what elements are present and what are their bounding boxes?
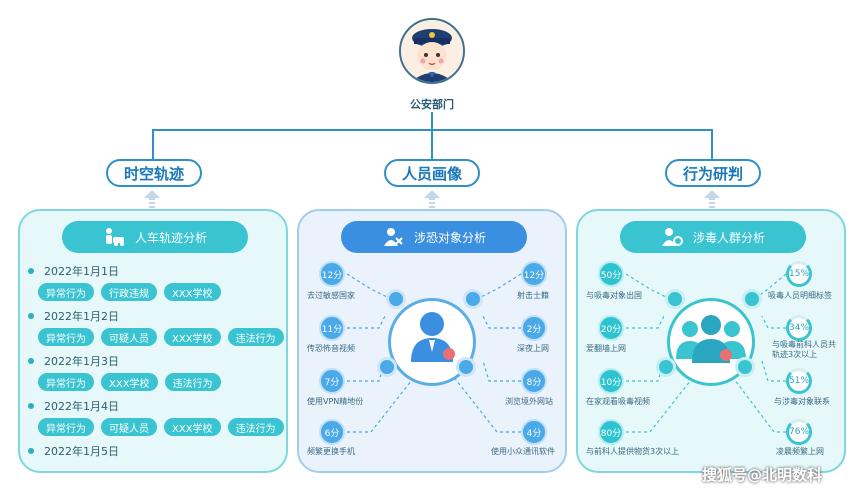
tag-row: 异常行为 可疑人员 XXX学校 违法行为 [38, 418, 284, 436]
tag[interactable]: 违法行为 [227, 328, 284, 346]
panel-3-header[interactable]: 涉毒人群分析 [620, 221, 806, 253]
node-label: 与前科人提供物货3次以上 [586, 447, 680, 456]
tag[interactable]: 可疑人员 [101, 418, 157, 436]
score-node[interactable]: 12分 [319, 261, 345, 287]
node-label: 与涉毒对象联系 [774, 397, 830, 406]
arrow-up-icon [424, 190, 440, 208]
panel-2-header[interactable]: 涉恐对象分析 [341, 221, 527, 253]
score-node[interactable]: 6分 [319, 419, 345, 445]
panel-terror-analysis: 涉恐对象分析 12分 去过敏感国家 11分 传恐怖音视频 7分 使用VPN精地份… [297, 209, 567, 473]
tag[interactable]: XXX学校 [164, 328, 221, 346]
person-car-icon [105, 228, 124, 246]
node-label: 吸毒人员明细标签 [768, 291, 832, 300]
percent-ring[interactable]: 34% [786, 315, 812, 341]
tag[interactable]: 异常行为 [38, 283, 94, 301]
dashed-connectors [346, 273, 522, 433]
tag[interactable]: 违法行为 [227, 418, 284, 436]
node-label: 与吸毒前科人员共轨迹3次以上 [772, 340, 836, 359]
node-dot [386, 289, 406, 309]
node-label: 浏览境外网站 [505, 397, 553, 406]
node-label: 使用VPN精地份 [307, 397, 364, 406]
watermark: 搜狐号@北明数科 [702, 466, 823, 484]
node-label: 去过敏感国家 [307, 291, 355, 300]
connector-vertical-root [431, 112, 433, 130]
node-dot [456, 357, 476, 377]
timeline-dot [28, 448, 34, 454]
timeline-date-row: 2022年1月4日 [28, 398, 119, 414]
tag-row: 异常行为 行政违规 XXX学校 [38, 283, 221, 301]
root-label: 公安部门 [410, 98, 454, 111]
tag-row: 异常行为 可疑人员 XXX学校 违法行为 [38, 328, 284, 346]
score-node[interactable]: 2分 [521, 315, 547, 341]
timeline-dot [28, 403, 34, 409]
score-node[interactable]: 20分 [598, 315, 624, 341]
timeline-date-row: 2022年1月1日 [28, 263, 119, 279]
tag[interactable]: XXX学校 [164, 418, 221, 436]
tag[interactable]: 异常行为 [38, 328, 94, 346]
panel-1-header[interactable]: 人车轨迹分析 [62, 221, 248, 253]
category-portrait[interactable]: 人员画像 [384, 159, 480, 187]
drug-group-icon [661, 228, 683, 246]
node-dot [665, 289, 685, 309]
timeline-dot [28, 268, 34, 274]
arrow-up-icon [704, 190, 720, 208]
connector-drop-3 [711, 129, 713, 159]
connector-drop-2 [431, 129, 433, 159]
node-label: 在家观看吸毒视频 [586, 397, 650, 406]
score-node[interactable]: 11分 [319, 315, 345, 341]
node-label: 凌晨频繁上网 [776, 447, 824, 456]
people-group-icon [676, 315, 746, 363]
category-spacetime[interactable]: 时空轨迹 [106, 159, 202, 187]
score-node[interactable]: 7分 [319, 368, 345, 394]
score-node[interactable]: 80分 [598, 419, 624, 445]
node-label: 频繁更换手机 [307, 447, 355, 456]
connector-drop-1 [152, 129, 154, 159]
timeline-date-row: 2022年1月2日 [28, 308, 119, 324]
tag-row: 异常行为 XXX学校 违法行为 [38, 373, 221, 391]
panel-2-title: 涉恐对象分析 [413, 230, 486, 245]
percent-ring[interactable]: 51% [786, 368, 812, 394]
node-label: 爱翻墙上网 [586, 344, 626, 353]
node-dot [463, 289, 483, 309]
percent-ring[interactable]: 76% [786, 419, 812, 445]
node-dot [377, 357, 397, 377]
timeline-dot [28, 358, 34, 364]
tag[interactable]: XXX学校 [164, 283, 221, 301]
panel-1-title: 人车轨迹分析 [134, 230, 207, 245]
node-label: 传恐怖音视频 [307, 344, 355, 353]
node-label: 使用小众通讯软件 [491, 447, 555, 456]
dashed-connectors [625, 273, 787, 433]
person-silhouette-icon [411, 312, 455, 362]
tag[interactable]: 异常行为 [38, 418, 94, 436]
percent-ring[interactable]: 15% [786, 261, 812, 287]
panel-drug-analysis: 涉毒人群分析 50分 与吸毒对象出国 20分 爱翻墙上网 10分 在家观看吸毒视… [576, 209, 846, 473]
tag[interactable]: 行政违规 [101, 283, 157, 301]
panel-3-title: 涉毒人群分析 [692, 230, 765, 245]
panel-vehicle-trajectory: 人车轨迹分析 2022年1月1日 异常行为 行政违规 XXX学校 2022年1月… [18, 209, 288, 473]
arrow-up-icon [144, 190, 160, 208]
category-behavior[interactable]: 行为研判 [665, 159, 761, 187]
timeline-date-row: 2022年1月3日 [28, 353, 119, 369]
tag[interactable]: 异常行为 [38, 373, 94, 391]
score-node[interactable]: 50分 [598, 261, 624, 287]
tag[interactable]: XXX学校 [101, 373, 158, 391]
node-label: 深夜上网 [517, 344, 549, 353]
score-node[interactable]: 8分 [521, 368, 547, 394]
node-label: 与吸毒对象出国 [586, 291, 642, 300]
score-node[interactable]: 4分 [521, 419, 547, 445]
node-dot [656, 357, 676, 377]
terror-suspect-icon [383, 228, 403, 246]
police-officer-icon [399, 18, 465, 84]
tag[interactable]: 违法行为 [164, 373, 221, 391]
node-dot [742, 289, 762, 309]
node-label: 射击士籍 [517, 291, 549, 300]
score-node[interactable]: 10分 [598, 368, 624, 394]
tag[interactable]: 可疑人员 [101, 328, 157, 346]
node-dot [735, 357, 755, 377]
timeline-date-row: 2022年1月5日 [28, 443, 119, 459]
score-node[interactable]: 12分 [521, 261, 547, 287]
timeline-dot [28, 313, 34, 319]
